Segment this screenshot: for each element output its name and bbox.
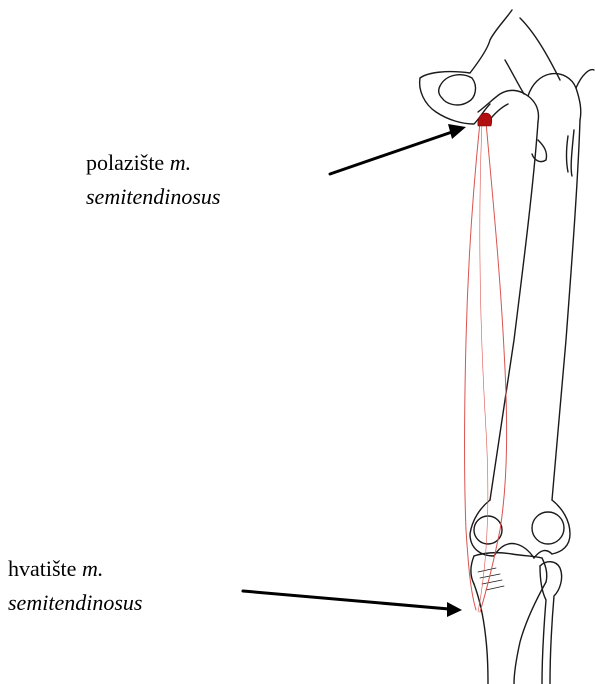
insertion-label: hvatište m. semitendinosus — [8, 552, 142, 620]
insertion-arrow — [243, 591, 462, 617]
origin-label-muscle: semitendinosus — [86, 184, 220, 209]
origin-label-m: m. — [170, 150, 191, 175]
origin-marker — [478, 113, 492, 126]
origin-label: polazište m. semitendinosus — [86, 146, 220, 214]
origin-label-prefix: polazište — [86, 150, 170, 175]
origin-arrow — [330, 124, 466, 174]
tibia-bone — [471, 553, 562, 684]
insertion-label-m: m. — [82, 556, 103, 581]
femur-bone — [470, 70, 594, 558]
insertion-label-muscle: semitendinosus — [8, 590, 142, 615]
pelvis-bone — [420, 10, 560, 124]
insertion-label-prefix: hvatište — [8, 556, 82, 581]
